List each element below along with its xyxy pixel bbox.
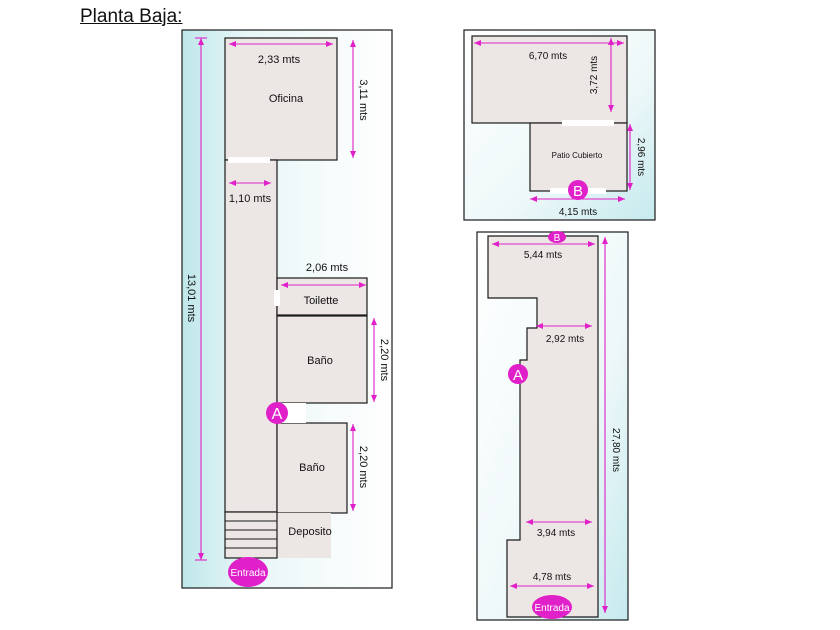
marker-a-left <box>266 402 288 424</box>
room-oficina <box>224 37 338 161</box>
dim-top-height: 3,72 mts <box>589 56 600 94</box>
dim-bano1-height: 2,20 mts <box>378 339 390 382</box>
dim-br-total-height: 27,80 mts <box>610 428 621 472</box>
dimension-arrows-left <box>198 38 377 560</box>
dim-patio-height: 2,96 mts <box>635 138 646 176</box>
door-toilette <box>274 290 280 306</box>
dim-patio-width: 4,15 mts <box>559 207 597 218</box>
dim-br-bottom-width: 4,78 mts <box>533 572 571 583</box>
dim-total-height-left: 13,01 mts <box>185 274 197 323</box>
plan-left: Oficina Toilette Baño Baño Deposito 2,33… <box>181 29 393 589</box>
marker-a-right-label: A <box>513 367 523 384</box>
door-patio-top <box>562 120 614 126</box>
label-oficina: Oficina <box>269 93 304 105</box>
dim-corridor-width: 1,10 mts <box>229 193 272 205</box>
dimension-arrows-bottom-right <box>492 237 608 613</box>
stair-steps <box>225 520 277 549</box>
marker-entrada-right-label: Entrada <box>534 603 569 614</box>
plan-top-right: Patio Cubierto 6,70 mts 3,72 mts 2,96 mt… <box>463 29 656 221</box>
plan-bottom-right: 5,44 mts 2,92 mts 27,80 mts 3,94 mts 4,7… <box>476 231 629 621</box>
dim-oficina-height: 3,11 mts <box>357 79 369 121</box>
label-deposito: Deposito <box>288 526 331 538</box>
room-patio-cubierto <box>529 122 628 192</box>
marker-entrada-left-label: Entrada <box>230 568 265 579</box>
door-oficina <box>228 157 270 163</box>
room-deposito <box>277 513 331 558</box>
dim-top-width: 6,70 mts <box>529 51 567 62</box>
marker-b-top <box>568 180 588 200</box>
label-toilette: Toilette <box>304 295 339 307</box>
label-patio-cubierto: Patio Cubierto <box>552 151 603 160</box>
label-bano-2: Baño <box>299 462 325 474</box>
dim-br-top-width: 5,44 mts <box>524 250 562 261</box>
dim-toilette-width: 2,06 mts <box>306 262 349 274</box>
marker-a-right <box>508 364 528 384</box>
marker-b-bottom <box>548 231 566 243</box>
dim-br-mid-width: 2,92 mts <box>546 334 584 345</box>
dimension-lines-bottom-right <box>492 237 606 613</box>
dimension-arrows-top-right <box>474 38 633 202</box>
room-bano-2 <box>276 422 348 514</box>
marker-entrada-right <box>532 595 572 619</box>
corridor <box>224 159 278 513</box>
dim-bano2-height: 2,20 mts <box>357 446 369 489</box>
page-title: Planta Baja: <box>80 6 183 27</box>
dim-br-lower-width: 3,94 mts <box>537 528 575 539</box>
marker-b-top-label: B <box>573 183 583 200</box>
marker-entrada-left <box>228 557 268 587</box>
room-top <box>471 35 628 124</box>
marker-a-left-label: A <box>272 406 283 423</box>
label-bano-1: Baño <box>307 355 333 367</box>
stairs <box>224 511 278 559</box>
room-bano-1 <box>276 315 368 404</box>
marker-b-bottom-label: B <box>554 233 561 244</box>
dim-oficina-width: 2,33 mts <box>258 54 301 66</box>
